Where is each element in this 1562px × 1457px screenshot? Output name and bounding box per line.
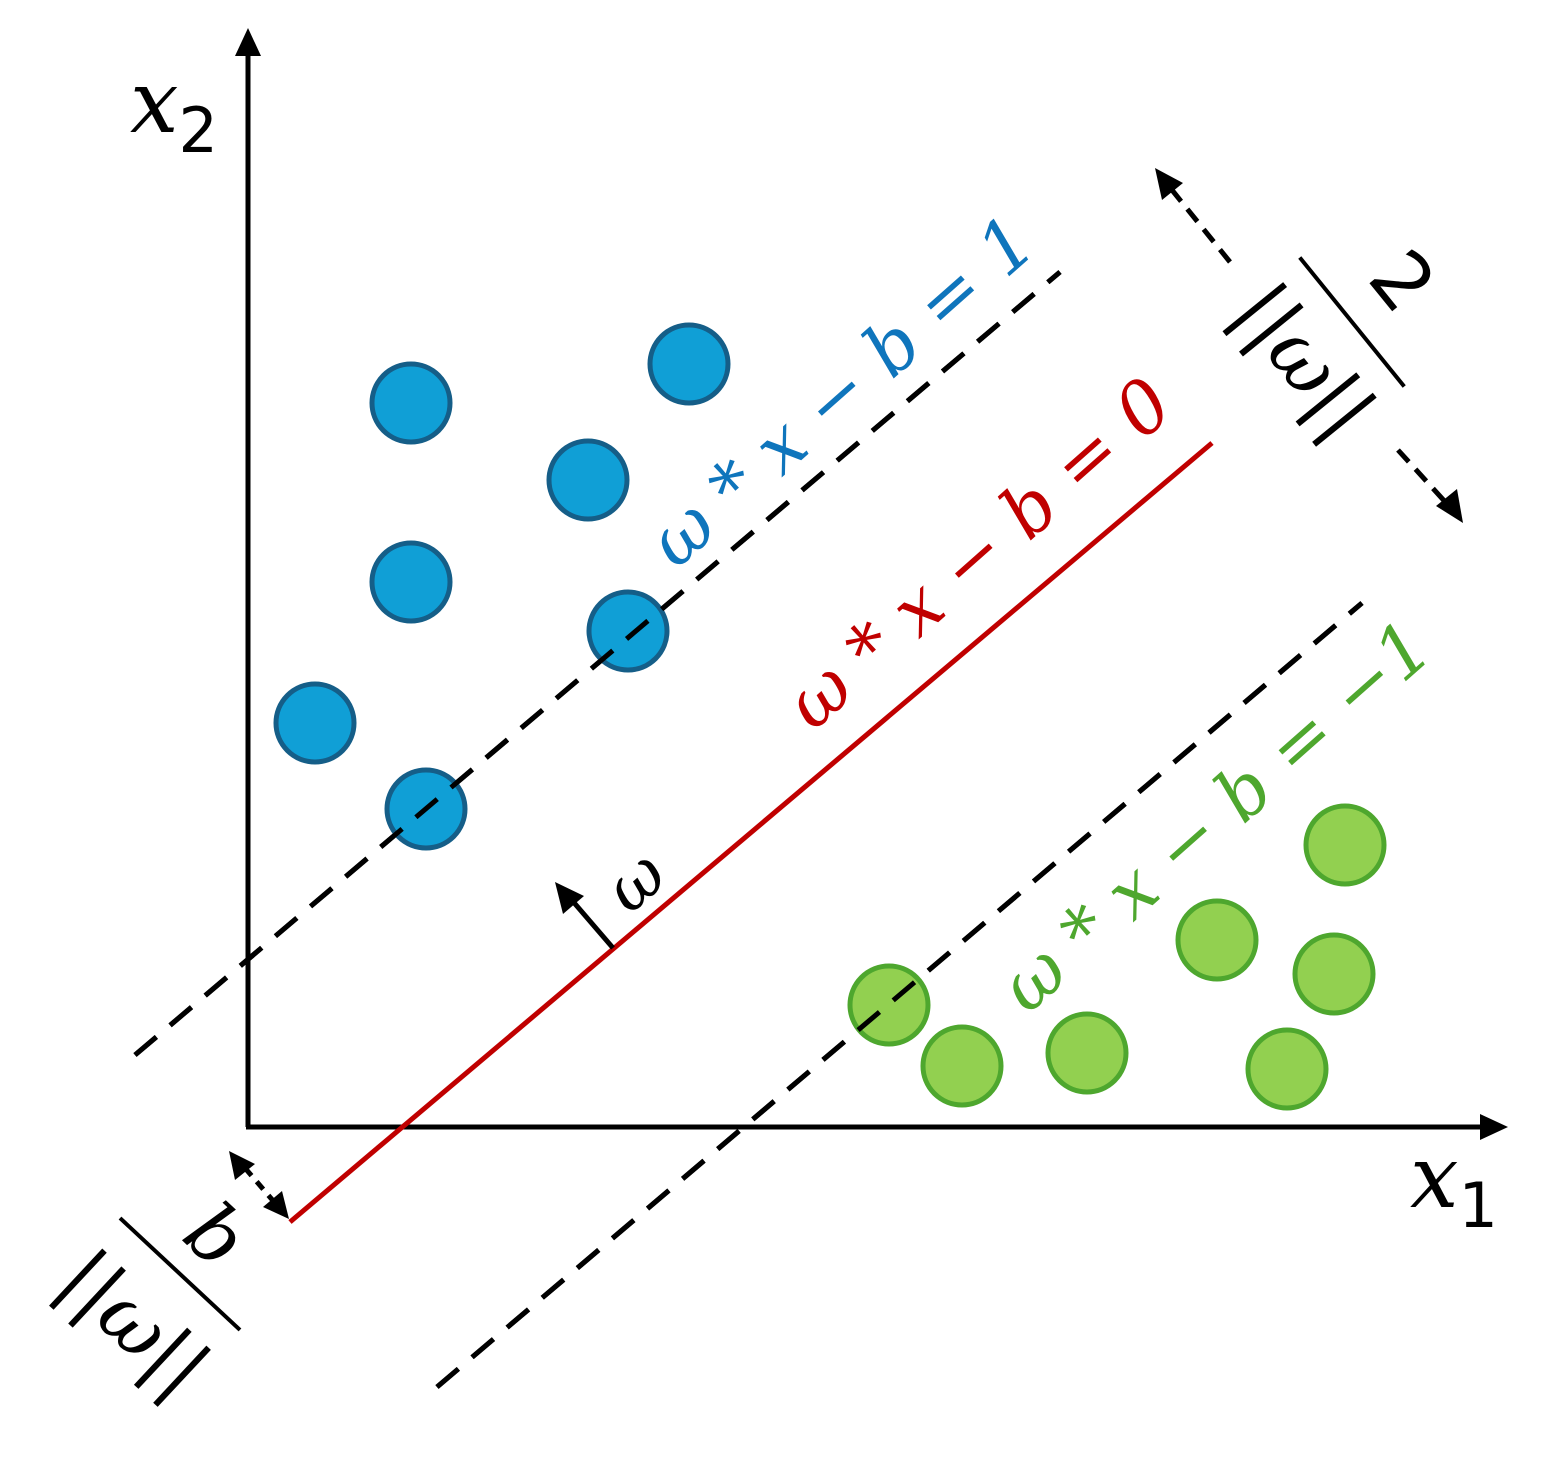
normal-vector-label: ω	[589, 834, 680, 927]
negative-margin-line-overlay	[435, 601, 1364, 1389]
positive-margin-line-overlay	[133, 270, 1062, 1057]
positive-class-point	[369, 361, 453, 445]
y-axis-label: x2	[130, 53, 218, 167]
positive-class-point	[369, 540, 453, 624]
offset-arrow	[243, 1166, 277, 1205]
margin-width-annotation: 2 ||ω||	[1155, 168, 1463, 523]
offset-annotation: b ||ω||	[41, 1151, 289, 1414]
margin-arrowhead-down	[1436, 489, 1463, 523]
offset-numerator: b	[167, 1186, 265, 1286]
margin-arrow-down	[1396, 448, 1450, 507]
x-axis-label: x1	[1410, 1128, 1498, 1242]
negative-class-point	[1175, 898, 1259, 982]
margin-fraction-bar	[1298, 256, 1406, 388]
offset-arrowhead-down	[263, 1191, 289, 1219]
positive-class-point	[546, 438, 630, 522]
negative-class-point	[1303, 803, 1387, 887]
margin-numerator: 2	[1351, 234, 1452, 329]
offset-arrowhead-up	[229, 1151, 255, 1180]
negative-class-point	[920, 1024, 1004, 1108]
margin-arrow-up	[1170, 188, 1232, 264]
decision-boundary-line	[288, 441, 1214, 1224]
negative-class-point	[1245, 1027, 1329, 1111]
normal-vector-arrowhead	[555, 882, 584, 914]
negative-class-points	[847, 803, 1387, 1111]
normal-vector-arrow	[568, 896, 615, 950]
axes: x2 x1	[130, 28, 1508, 1242]
margin-arrowhead-up	[1155, 168, 1183, 200]
positive-class-point	[273, 681, 357, 765]
positive-class-points	[273, 322, 731, 851]
y-axis-arrowhead	[235, 28, 261, 56]
positive-class-point	[586, 589, 670, 673]
x-axis-arrowhead	[1480, 1114, 1508, 1140]
negative-class-point	[1045, 1011, 1129, 1095]
negative-class-point	[847, 963, 931, 1047]
offset-fraction-bar	[118, 1216, 242, 1332]
positive-class-point	[647, 322, 731, 406]
negative-class-point	[1292, 932, 1376, 1016]
